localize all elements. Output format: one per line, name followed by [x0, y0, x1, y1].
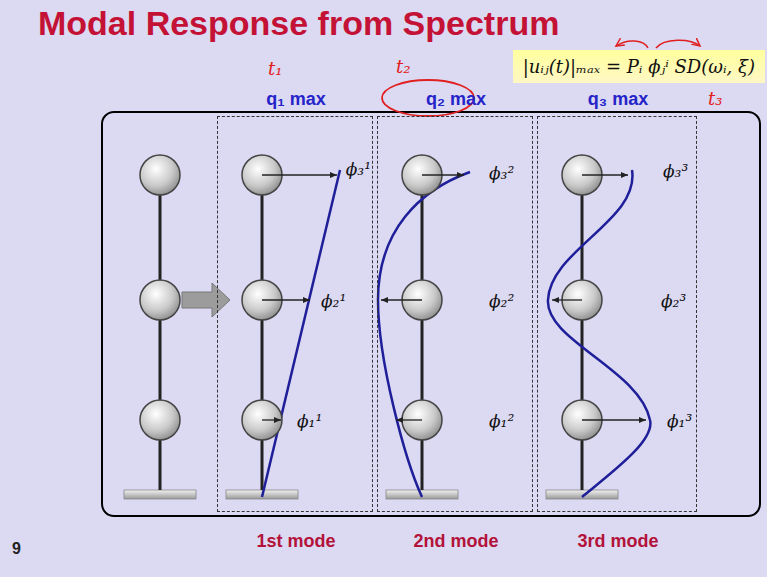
mode-name: 2nd mode: [413, 531, 498, 552]
equation-box: |uᵢⱼ(t)|ₘₐₓ = Pᵢ ϕⱼⁱ SD(ωᵢ, ξ): [513, 50, 765, 83]
mode-shape-component: ϕ₂³: [661, 291, 686, 311]
mode-shape-component: ϕ₁¹: [297, 411, 322, 431]
outer-frame: [102, 112, 760, 516]
ground-bars: [124, 490, 618, 499]
mode-shape-component: ϕ₃¹: [346, 159, 371, 179]
mode-shape-component: ϕ₃²: [489, 163, 514, 183]
input-arrow: [182, 283, 230, 317]
mode-panel: q₁ maxϕ₃¹ϕ₂¹ϕ₁¹1st mode: [217, 116, 373, 512]
building-columns: [160, 175, 582, 490]
mode-name: 1st mode: [256, 531, 335, 552]
annotation-arrows: [616, 40, 700, 48]
slide-title: Modal Response from Spectrum: [38, 4, 559, 43]
mode-shape-component: ϕ₂¹: [321, 291, 346, 311]
mode-shape-curves: [262, 170, 650, 497]
time-annotation: t₁: [268, 58, 282, 79]
page-number: 9: [12, 540, 21, 558]
mode-panel: q₂ maxϕ₃²ϕ₂²ϕ₁²2nd mode: [377, 116, 533, 512]
mode-shape-component: ϕ₁³: [667, 411, 692, 431]
mode-shape-component: ϕ₁²: [489, 411, 514, 431]
mode-shape-component: ϕ₂²: [489, 291, 514, 311]
modal-coordinate-heading: q₂ max: [426, 89, 486, 110]
displacement-arrows: [262, 175, 646, 420]
modal-coordinate-heading: q₃ max: [588, 89, 648, 110]
mode-panel: q₃ maxϕ₃³ϕ₂³ϕ₁³3rd mode: [537, 116, 697, 512]
time-annotation: t₃: [708, 88, 722, 109]
mode-name: 3rd mode: [577, 531, 658, 552]
equation-text: |uᵢⱼ(t)|ₘₐₓ = Pᵢ ϕⱼⁱ SD(ωᵢ, ξ): [523, 56, 755, 77]
mode-shape-component: ϕ₃³: [663, 161, 688, 181]
time-annotation: t₂: [396, 56, 410, 77]
modal-coordinate-heading: q₁ max: [266, 89, 325, 110]
